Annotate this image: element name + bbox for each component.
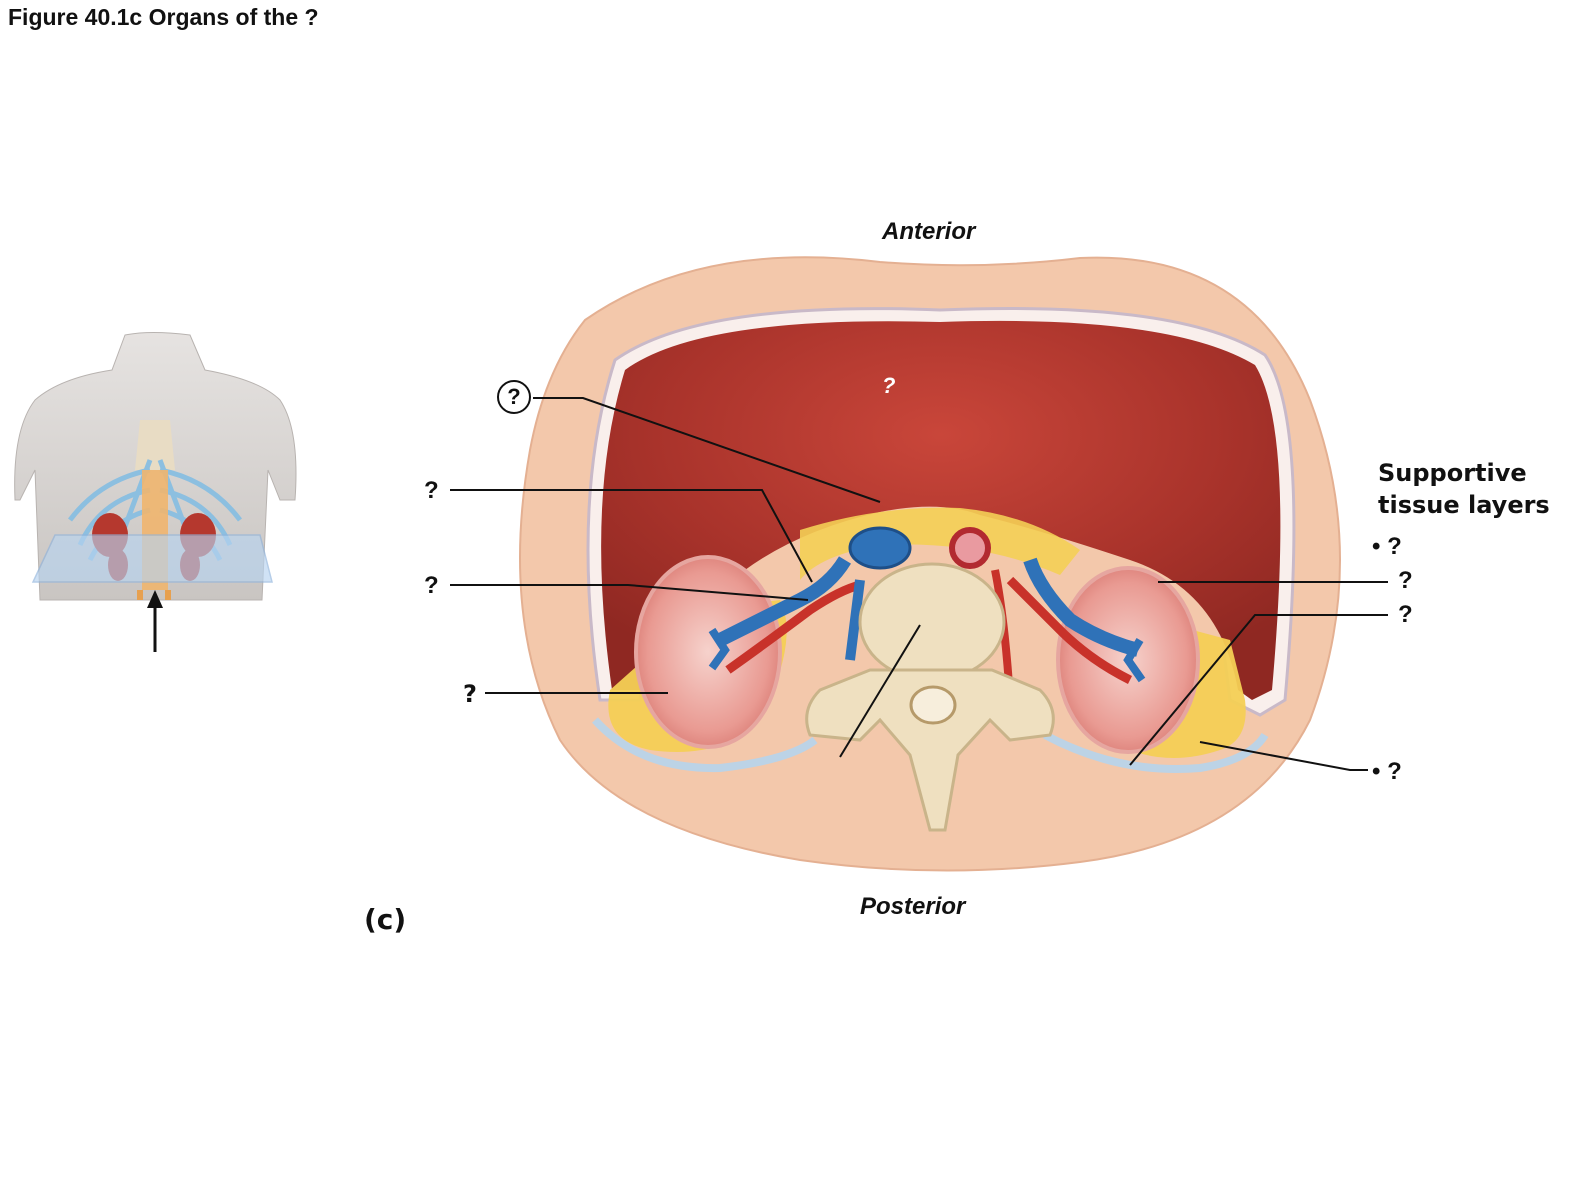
supportive-item-3: ? — [1398, 601, 1413, 628]
vertebral-body — [858, 562, 1006, 682]
left-kidney — [634, 555, 782, 749]
supportive-heading-line2: tissue layers — [1378, 491, 1550, 519]
section-plane — [31, 534, 273, 583]
leader-circled — [533, 397, 881, 503]
leader-left-2 — [450, 584, 809, 601]
peritoneal-organ — [601, 320, 1281, 700]
supportive-bullet-4: • ? — [1372, 758, 1402, 785]
circled-label-text: ? — [507, 384, 521, 409]
leader-left-1 — [450, 489, 813, 583]
arrow-up-icon — [147, 590, 163, 608]
figure-title: Figure 40.1c Organs of the ? — [8, 4, 319, 30]
left-label-1: ? — [424, 477, 439, 504]
leader-right-2 — [1129, 614, 1388, 766]
supportive-bullet-1: • ? — [1372, 533, 1402, 560]
supportive-heading-line1: Supportive — [1378, 459, 1527, 487]
leader-vertebra — [839, 624, 921, 758]
anterior-label: Anterior — [882, 218, 976, 245]
leader-right-3 — [1199, 741, 1368, 771]
aorta — [949, 527, 991, 569]
torso-inset — [14, 332, 297, 652]
posterior-label: Posterior — [860, 893, 966, 920]
left-label-2: ? — [424, 572, 439, 599]
center-organ-label: ? — [882, 373, 896, 398]
body-cross-section — [519, 256, 1341, 872]
panel-label: (c) — [364, 903, 407, 936]
left-label-3: ? — [463, 680, 477, 708]
supportive-item-2: ? — [1398, 567, 1413, 594]
supportive-tissue-heading: Supportive tissue layers — [1378, 457, 1550, 521]
leader-lines — [450, 397, 1388, 771]
circled-label: ? — [497, 380, 531, 414]
vena-cava — [848, 526, 912, 570]
